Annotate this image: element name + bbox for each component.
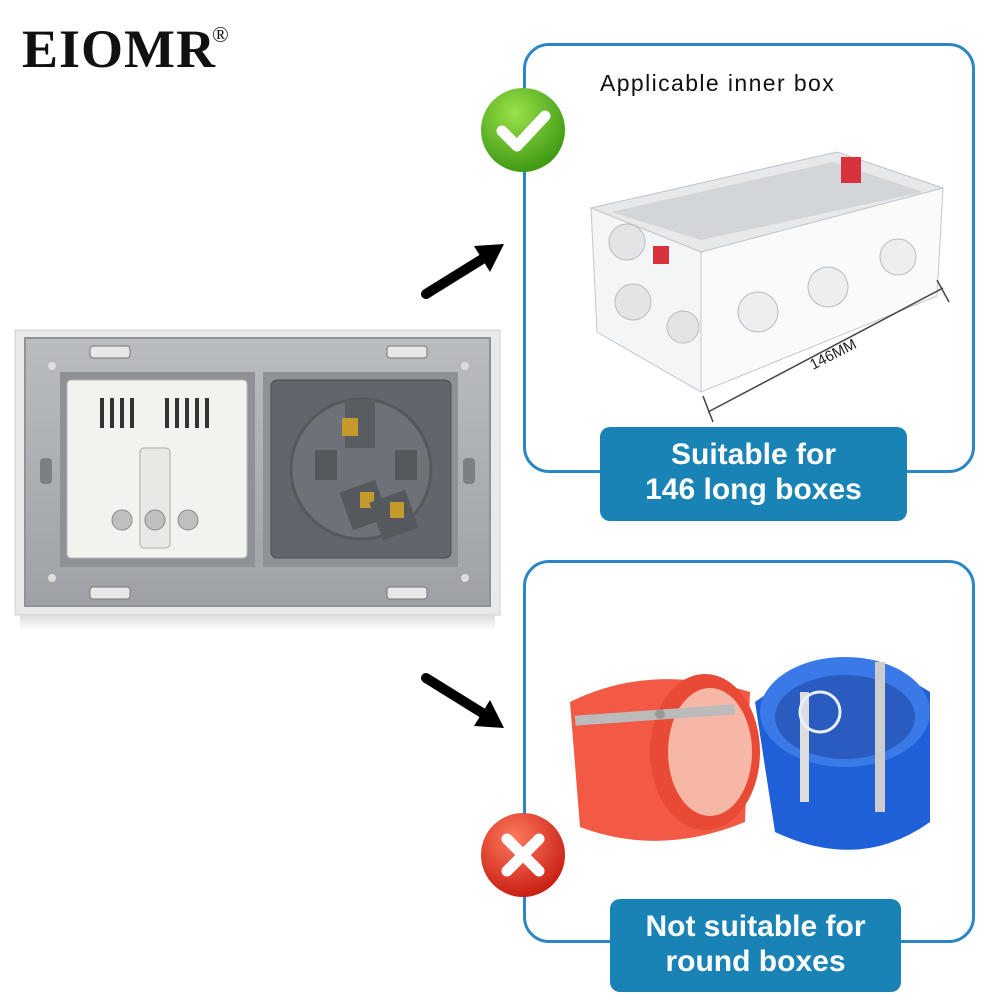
not-suitable-label-line2: round boxes xyxy=(665,945,846,978)
arrow-up-right-icon xyxy=(421,244,504,299)
suitable-label: Suitable for 146 long boxes xyxy=(600,427,907,521)
check-icon xyxy=(481,88,565,172)
cross-icon xyxy=(481,813,565,897)
not-suitable-label-line1: Not suitable for xyxy=(645,910,866,943)
suitable-label-line1: Suitable for xyxy=(670,438,836,471)
rectangular-inner-box: 146MM xyxy=(589,151,950,423)
round-boxes xyxy=(570,657,930,850)
registered-mark: ® xyxy=(212,22,229,47)
suitable-label-line2: 146 long boxes xyxy=(645,473,862,506)
inner-box-title: Applicable inner box xyxy=(600,70,836,96)
not-suitable-label: Not suitable for round boxes xyxy=(610,899,901,992)
brand-logo: EIOMR xyxy=(22,19,216,79)
wall-socket-panel xyxy=(14,329,501,630)
arrow-down-right-icon xyxy=(421,673,504,728)
